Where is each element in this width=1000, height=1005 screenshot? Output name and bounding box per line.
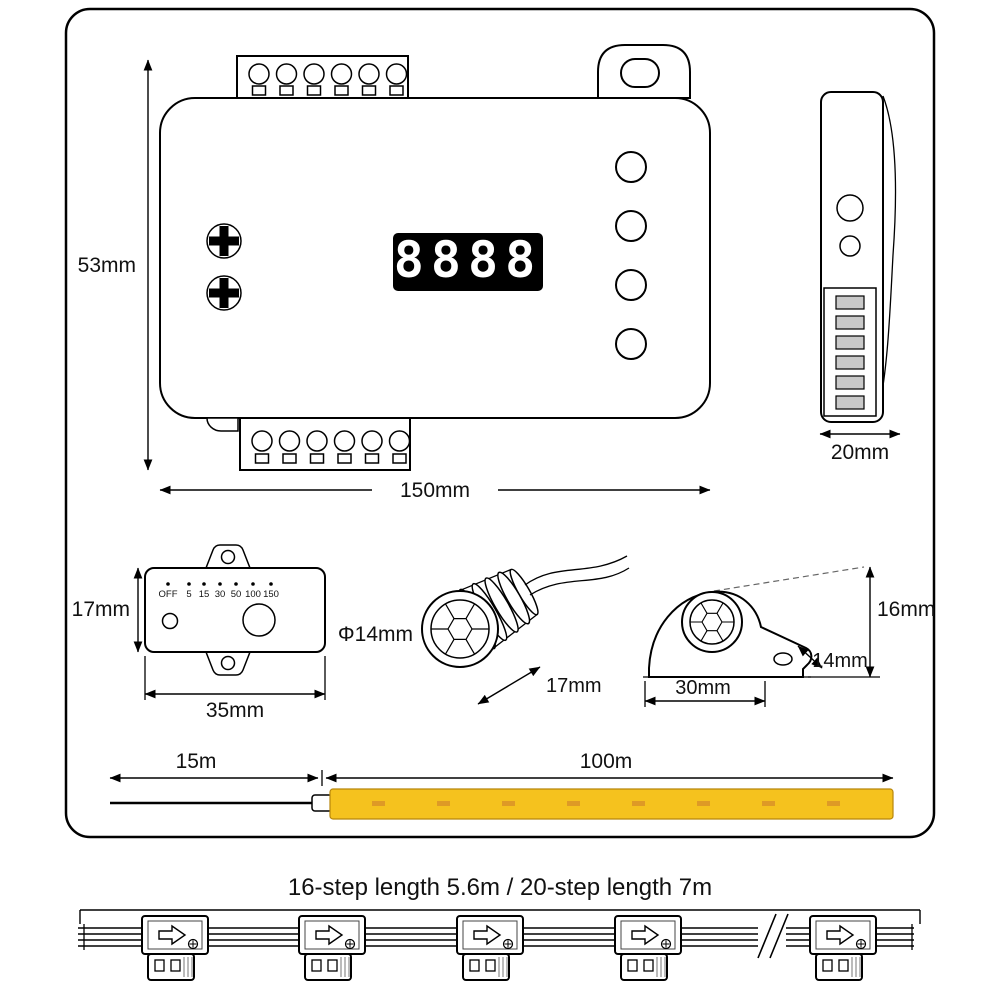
fresnel-lens-facets	[431, 603, 489, 655]
led-module	[298, 915, 366, 981]
mounting-clip	[876, 95, 897, 419]
wire-length-label: 15m	[176, 750, 217, 773]
wire-stub	[206, 417, 239, 432]
round-sensor-length-label: 17mm	[546, 675, 602, 697]
button-circle	[615, 151, 647, 183]
controller-buttons	[615, 151, 647, 360]
cable-break-symbol	[757, 913, 789, 959]
led-module	[614, 915, 682, 981]
dim-line-14mm	[797, 645, 823, 669]
mounted-height-label: 16mm	[877, 598, 935, 621]
mount-screw-hole	[773, 652, 793, 666]
mounted-width-label: 30mm	[675, 677, 731, 699]
side-connector-block	[823, 287, 877, 417]
scale-label-15: 15	[199, 589, 210, 600]
scale-label-off: OFF	[159, 589, 178, 600]
screw-icon	[206, 223, 242, 259]
time-scale-labels: OFF 5 15 30 50 100 150	[159, 589, 279, 600]
scale-label-150: 150	[263, 589, 279, 600]
overall-length-line	[79, 909, 921, 924]
controller-height-label: 53mm	[78, 254, 136, 277]
led-module	[809, 915, 877, 981]
led-strip-diagram: 15m 100m	[109, 750, 894, 820]
controller-dimensions: 53mm 150mm	[78, 59, 711, 502]
controller-top-view: 8888	[159, 44, 711, 471]
side-button	[836, 194, 864, 222]
sensor-wire	[524, 555, 628, 586]
mounting-hole	[620, 58, 660, 88]
module-chain-diagram: 16-step length 5.6m / 20-step length 7m	[78, 874, 921, 981]
button-circle	[615, 269, 647, 301]
mounted-depth-label: 14mm	[812, 650, 868, 672]
screw-icon	[206, 275, 242, 311]
led-module	[141, 915, 209, 981]
strip-segment-marks	[372, 801, 840, 806]
projection-line	[713, 566, 865, 592]
round-sensor-diameter-label: Φ14mm	[338, 623, 413, 646]
side-button	[839, 235, 861, 257]
display-digits: 8888	[394, 231, 542, 289]
fresnel-lens-facets	[690, 602, 734, 642]
sensor-wire	[529, 567, 630, 596]
remote-height-label: 17mm	[72, 598, 130, 621]
scale-label-50: 50	[231, 589, 242, 600]
scale-label-30: 30	[215, 589, 226, 600]
pir-sensor-round: Φ14mm 17mm	[338, 555, 630, 705]
strip-length-label: 100m	[580, 750, 633, 773]
remote-width-label: 35mm	[206, 699, 264, 722]
scale-label-100: 100	[245, 589, 261, 600]
pir-sensor-mounted: 30mm 14mm 16mm	[643, 566, 935, 707]
strip-connector	[311, 794, 333, 812]
terminal-block-bottom	[239, 417, 411, 471]
scale-label-5: 5	[186, 589, 191, 600]
remote-body	[144, 567, 326, 653]
knob-circle	[242, 603, 276, 637]
side-width-label: 20mm	[831, 441, 889, 464]
digital-display	[393, 233, 543, 291]
time-scale-dots	[166, 582, 273, 586]
controller-width-label: 150mm	[400, 479, 470, 502]
led-module	[456, 915, 524, 981]
dim-line-17mm-length	[477, 666, 541, 705]
cob-led-strip	[329, 788, 894, 820]
button-circle	[615, 210, 647, 242]
step-length-caption: 16-step length 5.6m / 20-step length 7m	[288, 874, 712, 901]
terminal-screw-slots-top	[251, 85, 404, 96]
remote-timer-switch: OFF 5 15 30 50 100 150 17mm 35mm	[72, 544, 326, 722]
controller-side-view: 20mm	[819, 91, 901, 464]
button-circle	[615, 328, 647, 360]
indicator-led	[161, 612, 179, 630]
